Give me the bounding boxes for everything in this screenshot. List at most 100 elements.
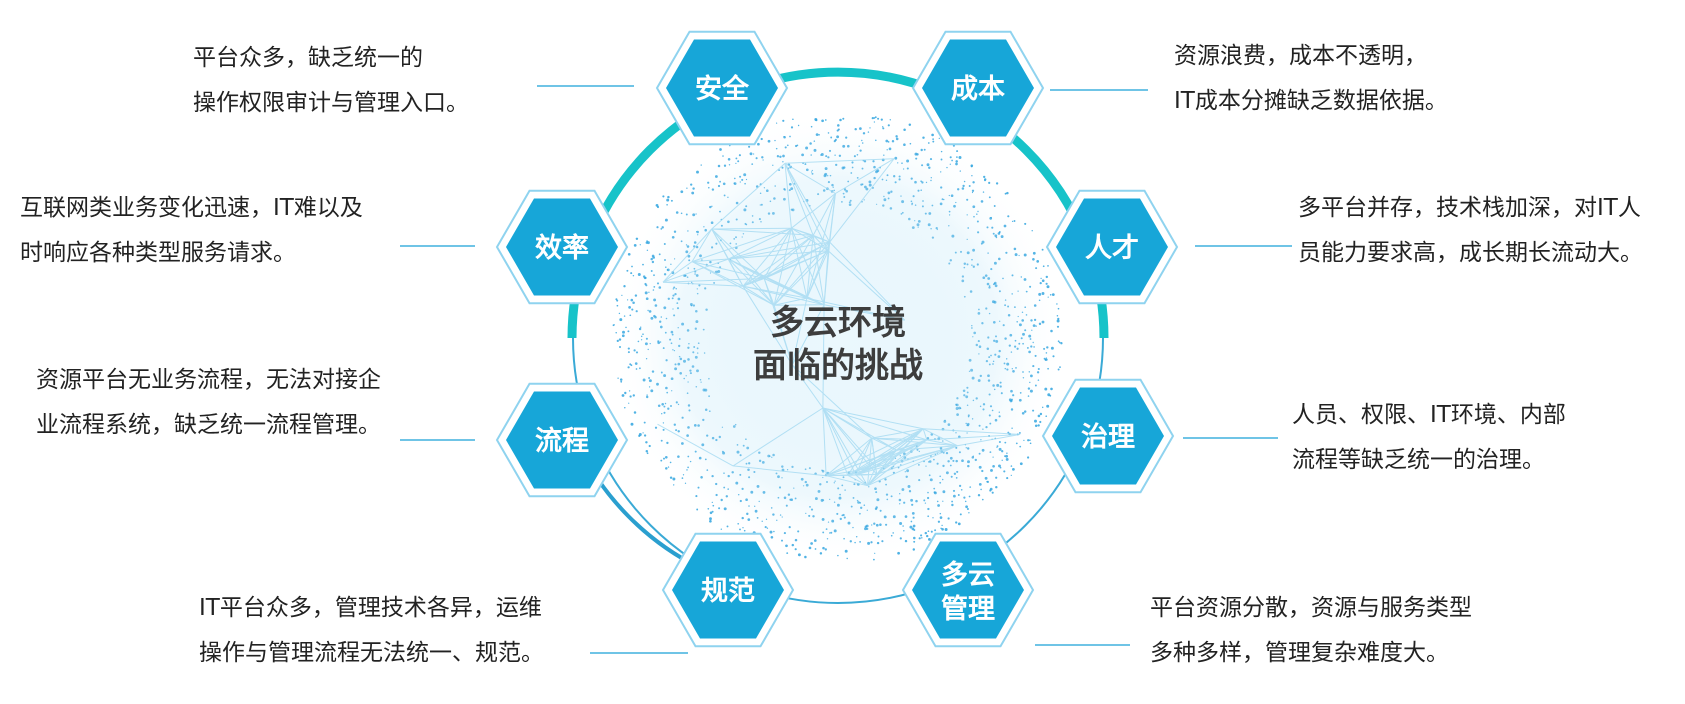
sphere-mesh-line bbox=[711, 228, 775, 306]
sphere-dot bbox=[1041, 320, 1045, 324]
sphere-dot bbox=[709, 272, 712, 274]
sphere-dot bbox=[843, 196, 846, 198]
sphere-dot bbox=[981, 240, 985, 244]
sphere-dot bbox=[809, 142, 812, 145]
sphere-dot bbox=[797, 124, 800, 127]
sphere-dot bbox=[1013, 247, 1017, 251]
sphere-dot bbox=[851, 166, 854, 169]
hex-node-chengben: 成本 bbox=[911, 30, 1045, 146]
sphere-dot bbox=[995, 339, 999, 343]
sphere-dot bbox=[767, 139, 771, 143]
sphere-dot bbox=[965, 447, 967, 449]
sphere-dot bbox=[950, 475, 953, 478]
hex-node-guifan: 规范 bbox=[661, 532, 795, 648]
sphere-dot bbox=[859, 501, 862, 504]
sphere-dot bbox=[973, 331, 977, 335]
sphere-dot bbox=[1004, 192, 1007, 195]
sphere-dot bbox=[901, 162, 903, 164]
sphere-dot bbox=[955, 407, 959, 410]
sphere-dot bbox=[971, 456, 975, 459]
sphere-dot bbox=[914, 180, 917, 184]
sphere-dot bbox=[951, 500, 954, 503]
sphere-dot bbox=[630, 272, 633, 275]
sphere-dot bbox=[772, 513, 775, 516]
sphere-dot bbox=[743, 529, 746, 532]
hex-fill bbox=[506, 198, 618, 296]
sphere-dot bbox=[653, 274, 655, 277]
sphere-dot bbox=[841, 166, 845, 170]
sphere-mesh-line bbox=[692, 258, 729, 263]
sphere-dot bbox=[1057, 317, 1060, 321]
sphere-dot bbox=[827, 156, 830, 159]
sphere-dot bbox=[659, 341, 662, 343]
sphere-dot bbox=[889, 207, 893, 210]
sphere-dot bbox=[660, 439, 663, 442]
sphere-dot bbox=[850, 505, 853, 508]
sphere-dot bbox=[677, 430, 680, 433]
sphere-dot bbox=[1047, 265, 1049, 267]
sphere-dot bbox=[926, 163, 930, 167]
sphere-dot bbox=[810, 154, 812, 156]
sphere-dot bbox=[765, 189, 769, 193]
sphere-dot bbox=[656, 382, 659, 386]
sphere-dot bbox=[680, 240, 683, 243]
sphere-dot bbox=[661, 402, 665, 406]
sphere-dot bbox=[966, 198, 969, 201]
sphere-dot bbox=[842, 513, 845, 517]
sphere-dot bbox=[676, 302, 679, 304]
sphere-dot bbox=[967, 460, 970, 464]
sphere-dot bbox=[686, 434, 689, 437]
sphere-dot bbox=[674, 292, 677, 296]
sphere-dot bbox=[652, 289, 655, 291]
sphere-dot bbox=[681, 442, 684, 445]
sphere-dot bbox=[764, 526, 767, 529]
sphere-dot bbox=[677, 362, 681, 366]
sphere-dot bbox=[630, 298, 634, 302]
sphere-dot bbox=[665, 266, 667, 268]
sphere-dot bbox=[735, 157, 738, 160]
desc-zhili: 人员、权限、IT环境、内部 流程等缺乏统一的治理。 bbox=[1292, 393, 1566, 483]
sphere-dot bbox=[753, 470, 756, 474]
sphere-dot bbox=[776, 122, 778, 124]
sphere-dot bbox=[921, 181, 924, 184]
sphere-dot bbox=[951, 503, 954, 507]
sphere-mesh-line bbox=[784, 158, 895, 164]
sphere-dot bbox=[762, 490, 766, 494]
sphere-dot bbox=[945, 451, 949, 455]
sphere-mesh-line bbox=[662, 281, 744, 287]
desc-rencai: 多平台并存，技术栈加深，对IT人 员能力要求高，成长期长流动大。 bbox=[1298, 186, 1643, 276]
sphere-dot bbox=[625, 326, 627, 329]
sphere-dot bbox=[681, 477, 684, 479]
sphere-dot bbox=[1029, 338, 1032, 340]
hex-fill bbox=[912, 541, 1024, 639]
sphere-mesh-line bbox=[867, 445, 958, 487]
sphere-dot bbox=[913, 540, 916, 543]
sphere-dot bbox=[876, 498, 880, 502]
sphere-dot bbox=[998, 411, 1000, 413]
sphere-dot bbox=[864, 185, 867, 189]
sphere-dot bbox=[995, 335, 997, 338]
sphere-dot bbox=[831, 519, 835, 523]
sphere-dot bbox=[1022, 371, 1024, 373]
sphere-dot bbox=[1004, 299, 1007, 301]
sphere-dot bbox=[786, 469, 789, 471]
sphere-dot bbox=[994, 234, 998, 238]
sphere-dot bbox=[839, 118, 842, 122]
sphere-dot bbox=[1051, 293, 1055, 296]
sphere-dot bbox=[928, 474, 931, 477]
sphere-dot bbox=[638, 433, 642, 436]
sphere-mesh-line bbox=[812, 193, 836, 236]
sphere-dot bbox=[1049, 293, 1052, 296]
sphere-dot bbox=[985, 307, 988, 310]
hex-node-zhili: 治理 bbox=[1041, 378, 1175, 494]
sphere-dot bbox=[859, 541, 861, 543]
sphere-dot bbox=[972, 248, 975, 252]
sphere-dot bbox=[924, 212, 927, 215]
sphere-dot bbox=[971, 327, 973, 329]
sphere-dot bbox=[1026, 346, 1029, 349]
sphere-dot bbox=[670, 377, 674, 381]
sphere-mesh-line bbox=[867, 438, 873, 486]
sphere-dot bbox=[686, 187, 688, 189]
sphere-dot bbox=[658, 253, 661, 256]
sphere-dot bbox=[671, 297, 674, 300]
